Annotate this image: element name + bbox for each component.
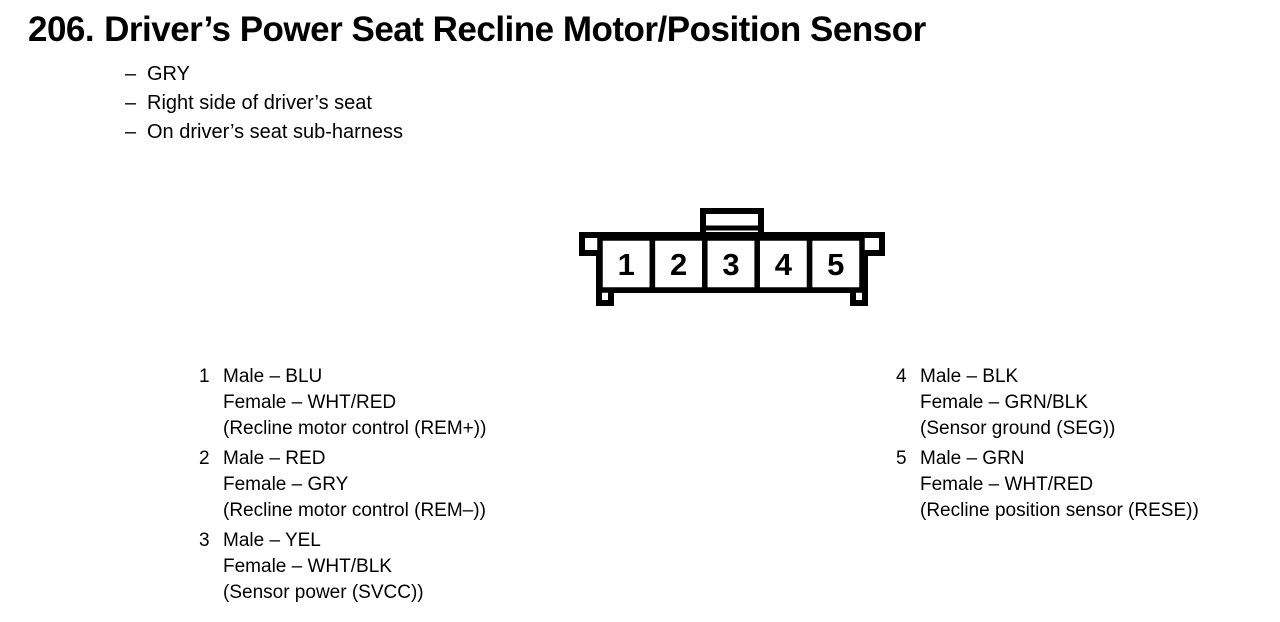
pin-male-wire: Male – BLK [920, 366, 1019, 387]
pin-female-wire: Female – WHT/RED [920, 474, 1094, 495]
pin-4-description: 4 Male – BLK Female – GRN/BLK (Sensor gr… [896, 364, 1199, 442]
pinout-column-right: 4 Male – BLK Female – GRN/BLK (Sensor gr… [896, 364, 1199, 528]
connector-notes: – GRY – Right side of driver’s seat – On… [125, 60, 403, 147]
cavity-3-label: 3 [722, 247, 739, 282]
pin-5-description: 5 Male – GRN Female – WHT/RED (Recline p… [896, 446, 1199, 524]
item-number: 206. [28, 10, 95, 49]
cavity-2-label: 2 [670, 247, 687, 282]
note-text: Right side of driver’s seat [147, 92, 372, 114]
connector-diagram: 1 2 3 4 5 [579, 208, 885, 306]
pin-signal: (Sensor ground (SEG)) [920, 418, 1116, 439]
note-color: – GRY [125, 60, 403, 89]
note-text: GRY [147, 63, 190, 85]
pin-1-description: 1 Male – BLU Female – WHT/RED (Recline m… [199, 364, 486, 442]
pin-signal: (Recline position sensor (RESE)) [920, 500, 1199, 521]
pin-number: 1 [199, 366, 210, 387]
pin-female-wire: Female – GRN/BLK [920, 392, 1088, 413]
pin-2-description: 2 Male – RED Female – GRY (Recline motor… [199, 446, 486, 524]
pin-male-wire: Male – GRN [920, 448, 1025, 469]
pin-signal: (Recline motor control (REM–)) [223, 500, 486, 521]
pin-female-wire: Female – WHT/BLK [223, 556, 392, 577]
pin-male-wire: Male – YEL [223, 530, 321, 551]
connector-cavities [597, 235, 865, 293]
pin-male-wire: Male – RED [223, 448, 326, 469]
page-title: 206. Driver’s Power Seat Recline Motor/P… [28, 10, 926, 50]
pin-number: 5 [896, 448, 907, 469]
note-harness: – On driver’s seat sub-harness [125, 118, 403, 147]
pin-3-description: 3 Male – YEL Female – WHT/BLK (Sensor po… [199, 528, 486, 606]
pin-male-wire: Male – BLU [223, 366, 323, 387]
pin-signal: (Sensor power (SVCC)) [223, 582, 424, 603]
note-location: – Right side of driver’s seat [125, 89, 403, 118]
pin-number: 3 [199, 530, 210, 551]
pinout-column-left: 1 Male – BLU Female – WHT/RED (Recline m… [199, 364, 486, 610]
cavity-1-label: 1 [618, 247, 635, 282]
cavity-4-label: 4 [775, 247, 793, 282]
note-text: On driver’s seat sub-harness [147, 121, 404, 143]
dash-bullet: – [125, 92, 137, 114]
pin-number: 4 [896, 366, 907, 387]
connector-pin-numbers: 1 2 3 4 5 [618, 247, 845, 282]
dash-bullet: – [125, 121, 137, 143]
dash-bullet: – [125, 63, 137, 85]
pin-signal: (Recline motor control (REM+)) [223, 418, 487, 439]
pin-female-wire: Female – GRY [223, 474, 349, 495]
cavity-5-label: 5 [827, 247, 844, 282]
item-title: Driver’s Power Seat Recline Motor/Positi… [104, 10, 926, 49]
pin-female-wire: Female – WHT/RED [223, 392, 397, 413]
pin-number: 2 [199, 448, 210, 469]
